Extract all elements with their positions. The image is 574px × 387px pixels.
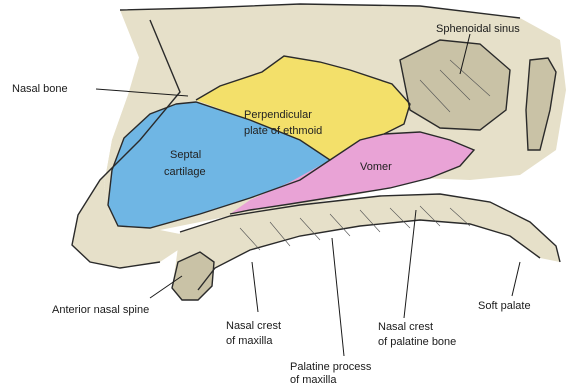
label-soft-palate: Soft palate (478, 300, 531, 312)
label-septal-cartilage-line1: Septal (170, 149, 201, 161)
label-nasal-crest-palatine-line1: Nasal crest (378, 321, 433, 333)
label-nasal-crest-maxilla-line2: of maxilla (226, 335, 273, 347)
label-septal-cartilage-line2: cartilage (164, 166, 206, 178)
leader-nasal-crest-palatine (404, 210, 416, 318)
label-sphenoidal-sinus: Sphenoidal sinus (436, 23, 520, 35)
label-anterior-nasal-spine: Anterior nasal spine (52, 304, 149, 316)
label-vomer: Vomer (360, 161, 392, 173)
label-nasal-crest-maxilla-line1: Nasal crest (226, 320, 281, 332)
label-perpendicular-plate-line1: Perpendicular (244, 109, 312, 121)
label-palatine-process-line2: of maxilla (290, 374, 337, 386)
label-palatine-process-line1: Palatine process (290, 361, 372, 373)
label-nasal-crest-palatine-line2: of palatine bone (378, 336, 456, 348)
label-nasal-bone: Nasal bone (12, 83, 68, 95)
leader-nasal-crest-maxilla (252, 262, 258, 312)
leader-palatine-process (332, 238, 344, 356)
label-perpendicular-plate-line2: plate of ethmoid (244, 125, 322, 137)
leader-soft-palate (512, 262, 520, 296)
